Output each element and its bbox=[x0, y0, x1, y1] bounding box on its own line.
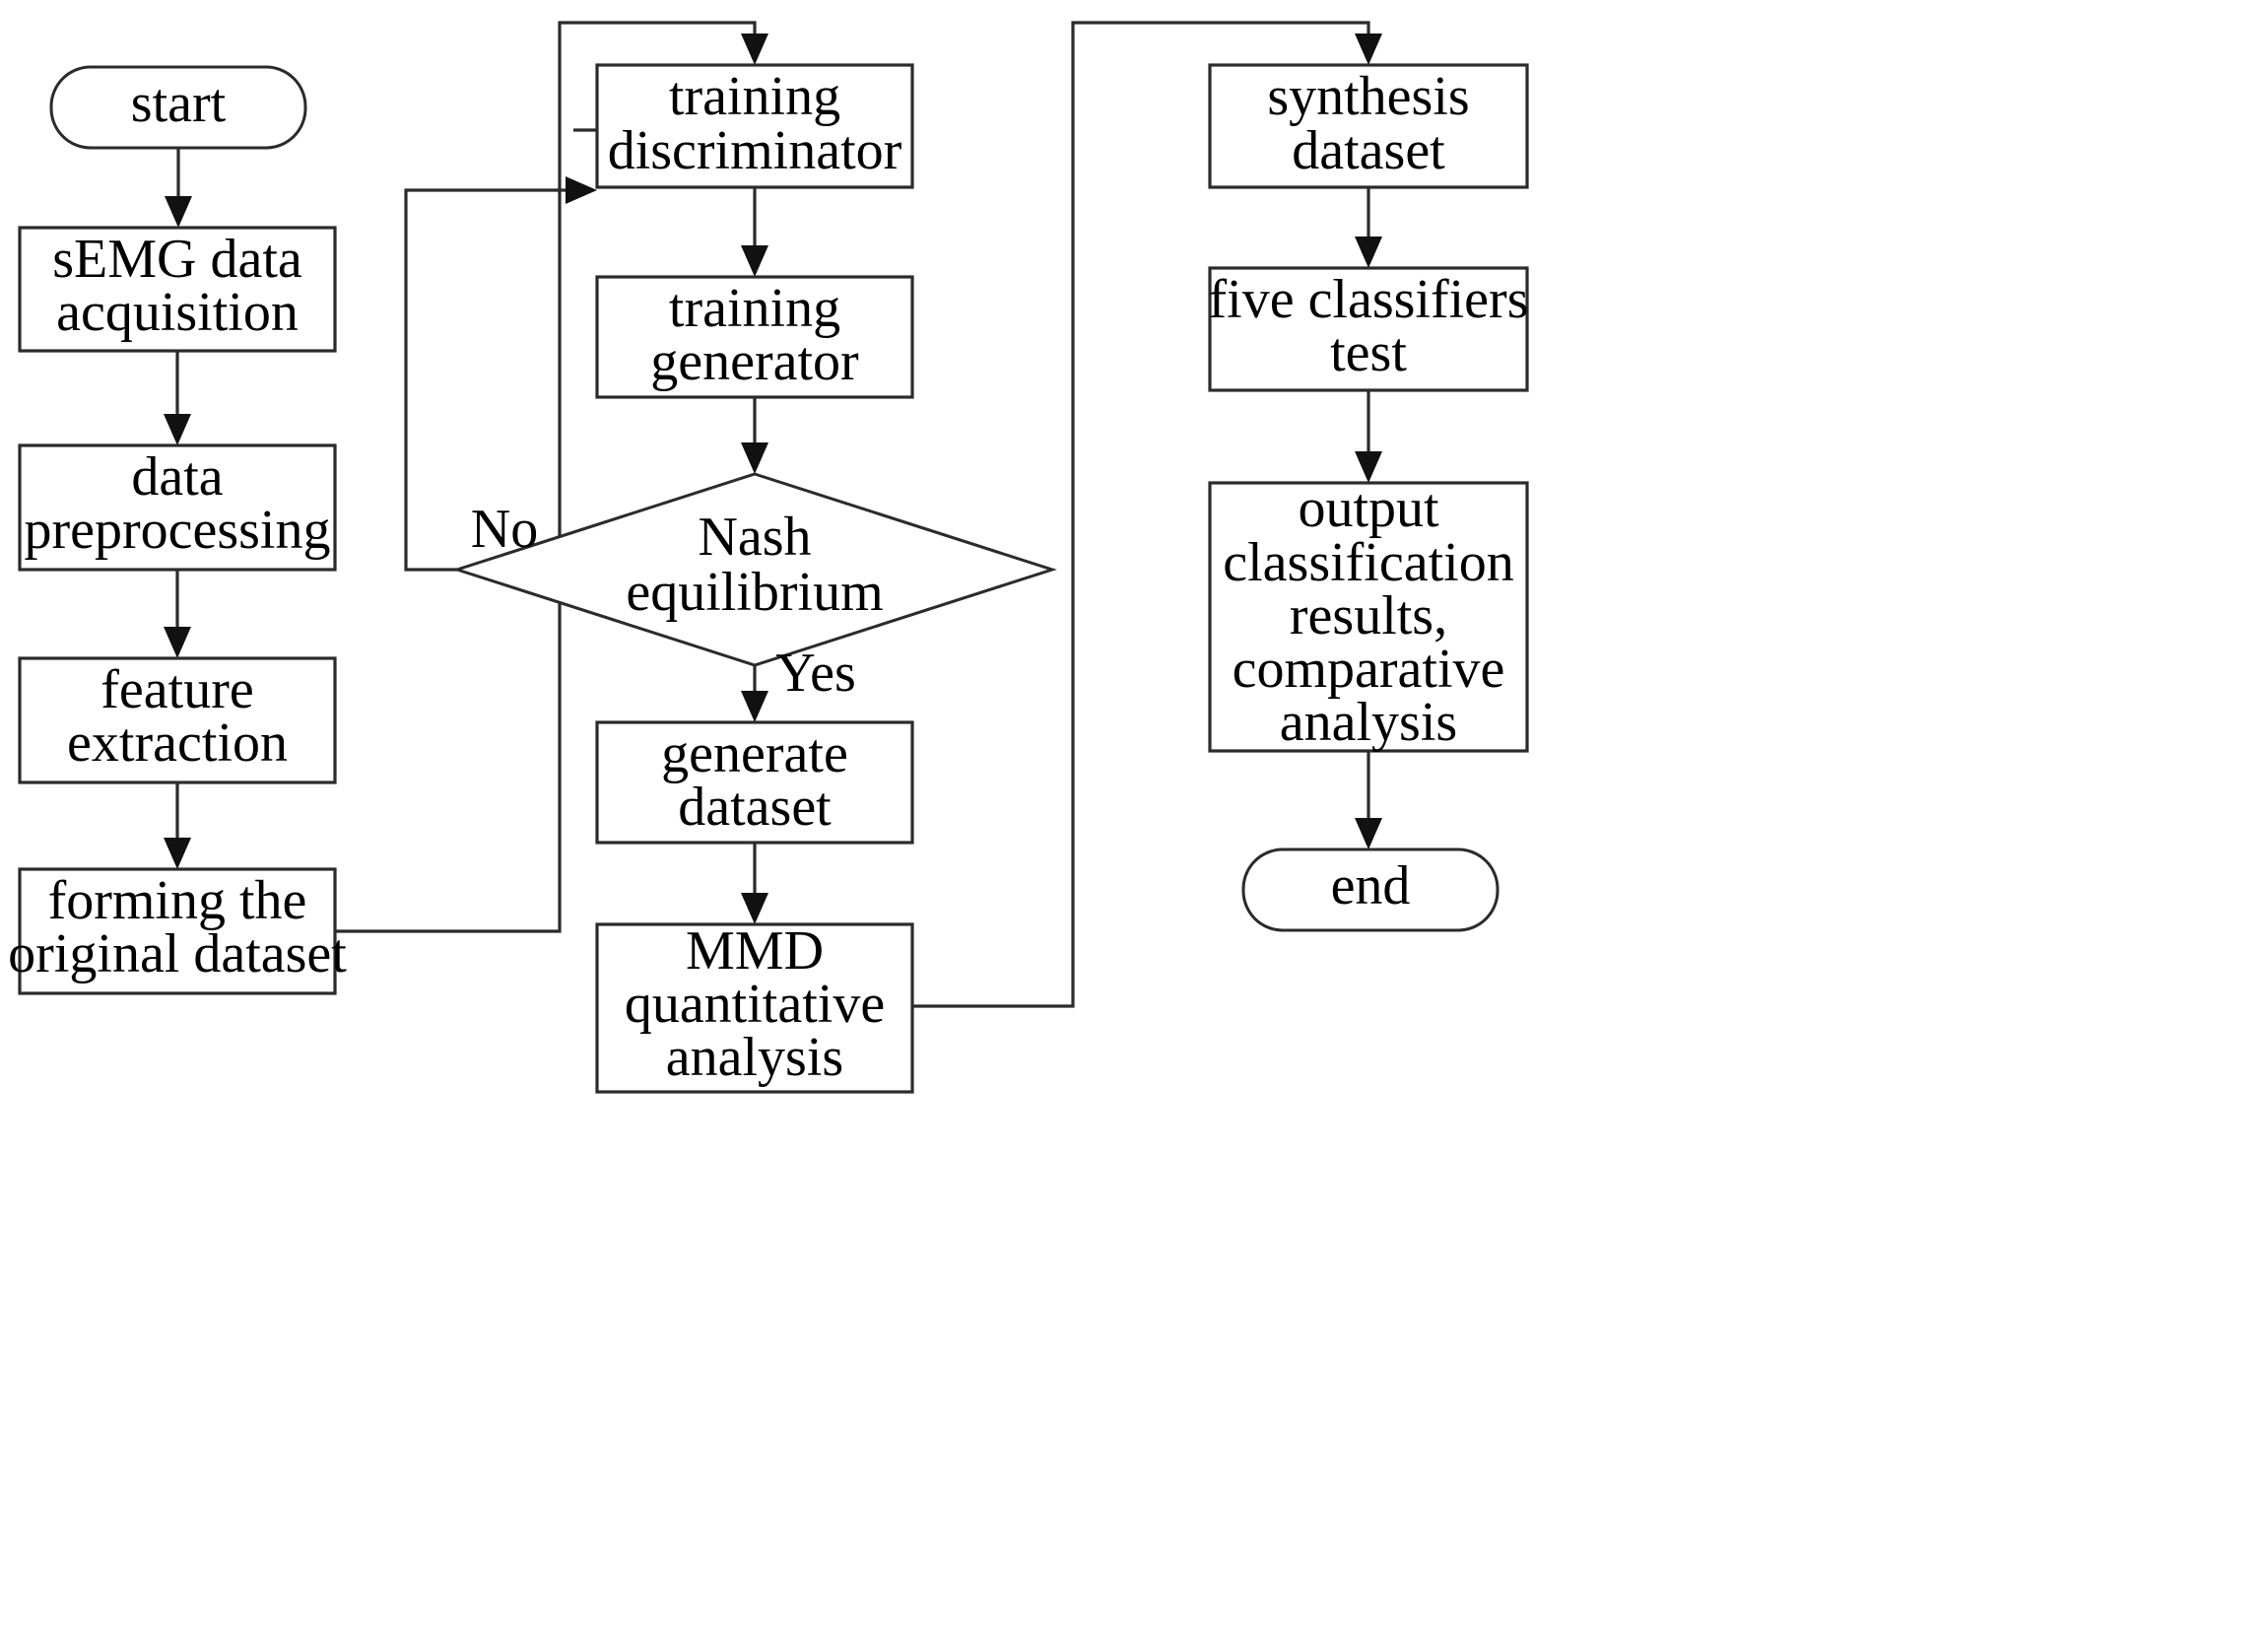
end-label: end bbox=[1331, 855, 1411, 916]
mmd-shape bbox=[595, 922, 914, 1094]
edge-generator-to-nash bbox=[741, 397, 768, 474]
output-label-line3: results, bbox=[1290, 585, 1447, 646]
node-end[interactable]: end bbox=[1241, 847, 1500, 932]
output-label-line5: analysis bbox=[1280, 692, 1457, 753]
edge-original-to-discriminator bbox=[335, 21, 768, 933]
node-feature-extraction[interactable]: feature extraction bbox=[18, 656, 337, 784]
feature-label-line1: feature bbox=[100, 659, 253, 720]
acquisition-label-line2: acquisition bbox=[56, 282, 299, 343]
preprocessing-label-line2: preprocessing bbox=[24, 500, 330, 561]
edge-mmd-to-synthesis bbox=[912, 21, 1382, 1008]
start-label: start bbox=[131, 73, 227, 134]
edge-output-to-end bbox=[1355, 751, 1382, 849]
edge-start-to-acquisition bbox=[165, 148, 192, 228]
output-label-line4: comparative bbox=[1233, 639, 1505, 700]
acquisition-shape bbox=[18, 226, 337, 353]
feature-label-line2: extraction bbox=[67, 712, 288, 774]
edge-preprocessing-to-feature bbox=[164, 570, 191, 658]
gendataset-label-line2: dataset bbox=[678, 777, 832, 838]
edge-label-yes: Yes bbox=[775, 643, 855, 704]
synthesis-label-line2: dataset bbox=[1292, 120, 1445, 181]
discriminator-label-line1: training bbox=[669, 66, 840, 127]
node-training-discriminator[interactable]: training discriminator bbox=[595, 63, 914, 189]
edge-discriminator-to-generator bbox=[741, 187, 768, 277]
generator-label-line1: training bbox=[669, 278, 840, 339]
edge-gendataset-to-mmd bbox=[741, 843, 768, 924]
nash-label-line2: equilibrium bbox=[626, 562, 883, 623]
original-shape bbox=[18, 867, 337, 995]
edge-labels-layer: No Yes bbox=[471, 499, 856, 704]
output-label-line2: classification bbox=[1223, 532, 1513, 593]
edge-feature-to-original bbox=[164, 782, 191, 869]
gendataset-shape bbox=[595, 720, 914, 845]
node-training-generator[interactable]: training generator bbox=[595, 275, 914, 399]
discriminator-shape bbox=[595, 63, 914, 189]
generator-label-line2: generator bbox=[650, 331, 859, 392]
nash-shape bbox=[452, 472, 1057, 667]
original-label-line2: original dataset bbox=[8, 923, 347, 984]
synthesis-label-line1: synthesis bbox=[1267, 66, 1469, 127]
node-forming-original-dataset[interactable]: forming the original dataset bbox=[8, 867, 347, 995]
node-synthesis-dataset[interactable]: synthesis dataset bbox=[1208, 63, 1529, 189]
nash-label-line1: Nash bbox=[698, 507, 811, 568]
edge-synthesis-to-classifiers bbox=[1355, 187, 1382, 268]
connectors-layer bbox=[164, 21, 1382, 1008]
start-shape bbox=[49, 65, 307, 150]
preprocessing-shape bbox=[18, 443, 337, 572]
output-label-line1: output bbox=[1298, 478, 1439, 539]
node-sEMG-data-acquisition[interactable]: sEMG data acquisition bbox=[18, 226, 337, 353]
feature-shape bbox=[18, 656, 337, 784]
generator-shape bbox=[595, 275, 914, 399]
node-data-preprocessing[interactable]: data preprocessing bbox=[18, 443, 337, 572]
node-mmd-quantitative-analysis[interactable]: MMD quantitative analysis bbox=[595, 920, 914, 1094]
discriminator-label-line2: discriminator bbox=[608, 120, 902, 181]
edge-nash-yes-to-gendataset bbox=[741, 665, 768, 722]
edge-nash-no-to-discriminator bbox=[404, 128, 599, 572]
mmd-label-line2: quantitative bbox=[625, 974, 885, 1035]
node-five-classifiers-test[interactable]: five classifiers test bbox=[1208, 266, 1529, 392]
node-generate-dataset[interactable]: generate dataset bbox=[595, 720, 914, 845]
edge-acquisition-to-preprocessing bbox=[164, 351, 191, 445]
classifiers-label-line1: five classifiers bbox=[1209, 269, 1529, 330]
node-start[interactable]: start bbox=[49, 65, 307, 150]
classifiers-label-line2: test bbox=[1330, 322, 1407, 383]
edge-classifiers-to-output bbox=[1355, 390, 1382, 483]
end-shape bbox=[1241, 847, 1500, 932]
preprocessing-label-line1: data bbox=[131, 446, 223, 508]
mmd-label-line1: MMD bbox=[686, 920, 824, 982]
synthesis-shape bbox=[1208, 63, 1529, 189]
acquisition-label-line1: sEMG data bbox=[52, 229, 302, 290]
node-output-classification-results[interactable]: output classification results, comparati… bbox=[1208, 478, 1529, 753]
node-nash-equilibrium[interactable]: Nash equilibrium bbox=[452, 472, 1057, 667]
original-label-line1: forming the bbox=[48, 870, 307, 931]
mmd-label-line3: analysis bbox=[666, 1027, 843, 1088]
output-shape bbox=[1208, 481, 1529, 753]
classifiers-shape bbox=[1208, 266, 1529, 392]
edge-label-no: No bbox=[471, 499, 538, 560]
gendataset-label-line1: generate bbox=[661, 723, 848, 784]
